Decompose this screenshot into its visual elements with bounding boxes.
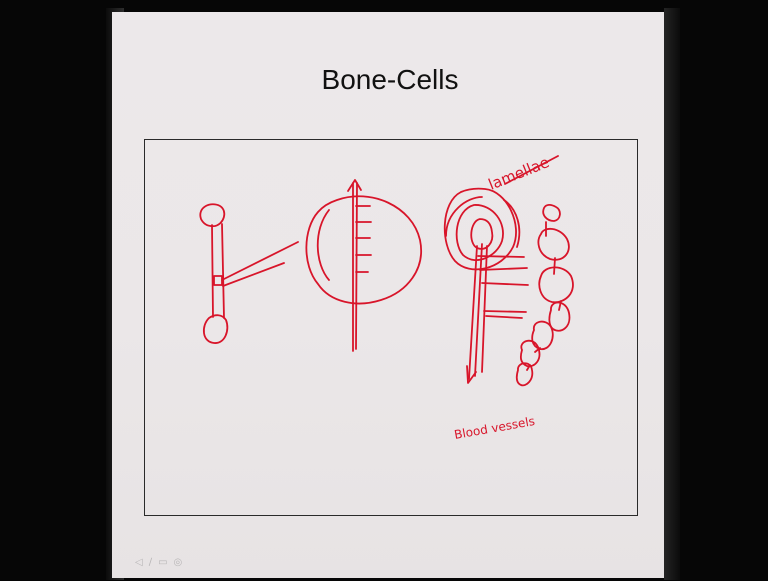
- cross-section-inner-arc: [318, 210, 329, 280]
- central-canal-arrow: [348, 180, 361, 191]
- long-bone-top-knob: [200, 204, 224, 226]
- central-canal-line: [353, 183, 357, 351]
- pen-icon[interactable]: ∕: [149, 557, 152, 569]
- cross-section-outer: [306, 196, 421, 303]
- long-bone-bottom-knob: [204, 315, 228, 343]
- circle-icon[interactable]: ◎: [174, 557, 183, 569]
- lacuna-chain: [517, 205, 573, 385]
- osteon-ring-2: [457, 205, 503, 260]
- long-bone-shaft: [212, 224, 224, 318]
- connector-lines: [222, 242, 298, 286]
- arrow-icon[interactable]: ◁: [135, 557, 143, 569]
- menu-icon[interactable]: ▭: [158, 557, 167, 569]
- lamellae-label: lamellae: [486, 153, 552, 194]
- long-bone-section-mark: [214, 276, 222, 285]
- blood-vessels-label: Blood vessels: [453, 414, 536, 442]
- canal-ticks: [356, 206, 371, 272]
- slide-pen-toolbar: ◁ ∕ ▭ ◎: [135, 556, 182, 570]
